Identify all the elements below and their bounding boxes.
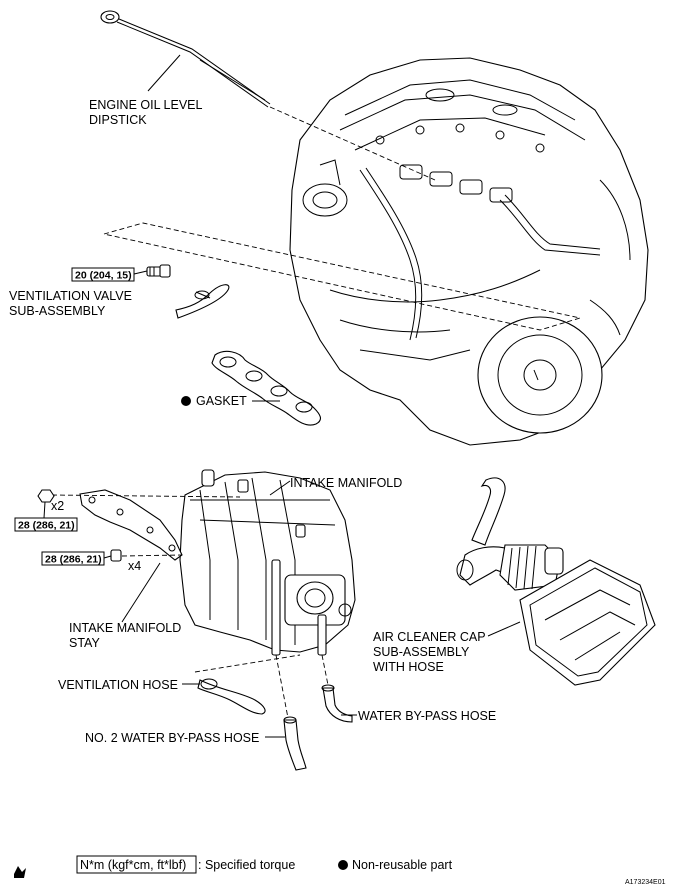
- torque-leader-vent-valve: [133, 270, 148, 275]
- torque-box-stay-upper: [14, 517, 78, 532]
- stay-leader-line: [121, 562, 161, 623]
- no2-water-hose-alignment-line: [275, 654, 289, 719]
- intake-manifold-gasket: [211, 350, 322, 426]
- dipstick-label-line2: DIPSTICK: [89, 113, 147, 127]
- gasket-label: GASKET: [196, 394, 247, 408]
- water-hose-label: WATER BY-PASS HOSE: [358, 709, 496, 723]
- air-cleaner-label-line3: WITH HOSE: [373, 660, 444, 674]
- legend-torque-box: [76, 855, 197, 874]
- dipstick-alignment-line: [269, 106, 436, 181]
- stay-bolt-lower: [110, 549, 122, 562]
- dipstick-label-line1: ENGINE OIL LEVEL: [89, 98, 203, 112]
- intake-manifold: [179, 469, 356, 656]
- water-hose-alignment-line: [321, 654, 329, 686]
- no2-water-by-pass-hose: [283, 716, 307, 771]
- stay-alignment-line-upper: [51, 494, 241, 498]
- legend-nonreusable-icon: [338, 860, 348, 870]
- torque-box-vent-valve: [71, 267, 135, 282]
- stay-label-line2: STAY: [69, 636, 100, 650]
- torque-value-stay-lower: 28 (286, 21): [45, 554, 102, 566]
- legend-torque-unit: N*m (kgf*cm, ft*lbf): [80, 858, 186, 872]
- quantity-lower: x4: [128, 559, 141, 573]
- vent-hose-alignment-line: [194, 654, 301, 673]
- air-cleaner-cap-sub-assembly: [456, 477, 656, 686]
- figure-id: A173234E01: [625, 879, 666, 886]
- no2-water-hose-label: NO. 2 WATER BY-PASS HOSE: [85, 731, 259, 745]
- dipstick-leader-line: [147, 54, 181, 92]
- vent-valve-label-line2: SUB-ASSEMBLY: [9, 304, 106, 318]
- vent-hose-label: VENTILATION HOSE: [58, 678, 178, 692]
- legend-torque-glyph: [14, 866, 26, 878]
- torque-value-stay-upper: 28 (286, 21): [18, 520, 75, 532]
- air-cleaner-label-line1: AIR CLEANER CAP: [373, 630, 486, 644]
- air-cleaner-label-line2: SUB-ASSEMBLY: [373, 645, 470, 659]
- ventilation-valve-sub-assembly: [146, 264, 171, 278]
- stay-label-line1: INTAKE MANIFOLD: [69, 621, 181, 635]
- torque-value-vent-valve: 20 (204, 15): [75, 270, 132, 282]
- legend-nonreusable-text: Non-reusable part: [352, 858, 453, 872]
- stay-alignment-line-lower: [121, 554, 183, 557]
- vent-valve-label-line1: VENTILATION VALVE: [9, 289, 132, 303]
- air-cleaner-leader-line: [487, 621, 521, 637]
- intake-manifold-stay: [79, 489, 183, 561]
- intake-manifold-label: INTAKE MANIFOLD: [290, 476, 402, 490]
- quantity-upper: x2: [51, 499, 64, 513]
- water-by-pass-hose: [321, 684, 353, 723]
- engine-assembly: [289, 57, 649, 446]
- torque-box-stay-lower: [41, 551, 105, 566]
- intake-manifold-leader-line: [269, 480, 291, 496]
- torque-leader-stay-lower: [103, 555, 112, 559]
- torque-leader-stay-upper: [43, 501, 46, 519]
- stay-bolt-upper: [37, 489, 55, 503]
- ventilation-valve-hose: [175, 284, 230, 319]
- ventilation-hose: [197, 678, 266, 715]
- ventilation-valve-alignment-box: [103, 222, 582, 331]
- engine-oil-level-dipstick: [100, 10, 271, 108]
- gasket-nonreusable-icon: [181, 396, 191, 406]
- legend-torque-text: : Specified torque: [198, 858, 295, 872]
